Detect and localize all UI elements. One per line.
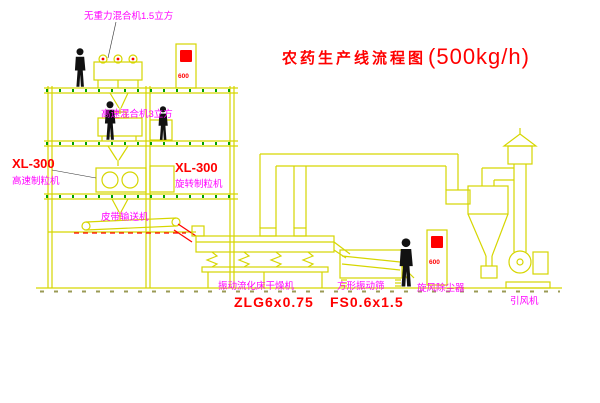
person-icon (104, 101, 116, 140)
exhaust-stack (502, 128, 538, 252)
diagram-title: 农药生产线流程图 (500kg/h) (282, 44, 530, 70)
label-xl300-left: XL-300 (12, 156, 55, 171)
label-dryer-model: ZLG6x0.75 (234, 294, 314, 310)
label-fan: 引风机 (510, 296, 539, 307)
leader-lines (51, 21, 117, 179)
label-conveyor: 皮带输送机 (101, 212, 149, 223)
label-highspeed-mixer: 高速混合机3立方 (101, 109, 173, 120)
label-sieve-model: FS0.6x1.5 (330, 294, 404, 310)
label-gravity-mixer: 无重力混合机1.5立方 (84, 11, 174, 22)
label-granulator-right: 旋转制粒机 (175, 179, 223, 190)
belt-conveyor (74, 217, 186, 234)
granulator-right (149, 165, 175, 193)
label-sieve: 方形振动筛 (337, 281, 385, 292)
label-cyclone: 旋风除尘器 (417, 283, 465, 294)
cabinet-2-label: 600 (429, 259, 440, 266)
exhaust-duct (259, 153, 471, 228)
granulator-left (95, 167, 147, 220)
fluidbed-dryer (191, 225, 351, 288)
diagram-title-capacity: (500kg/h) (428, 44, 530, 69)
draft-fan (505, 250, 551, 289)
diagram-title-text: 农药生产线流程图 (282, 49, 427, 67)
label-dryer: 振动流化床干燥机 (218, 281, 295, 292)
ground-line (36, 287, 562, 293)
feed-chute (173, 223, 197, 243)
control-cabinet-1: 600 (175, 43, 197, 89)
cabinet-1-label: 600 (178, 73, 189, 80)
control-cabinet-2: 600 (426, 229, 448, 286)
gravity-mixer (93, 54, 143, 114)
label-granulator-left: 高速制粒机 (12, 176, 60, 187)
cyclone-separator (467, 167, 514, 279)
person-icon (74, 48, 86, 87)
label-xl300-right: XL-300 (175, 160, 218, 175)
person-icon (399, 238, 413, 287)
